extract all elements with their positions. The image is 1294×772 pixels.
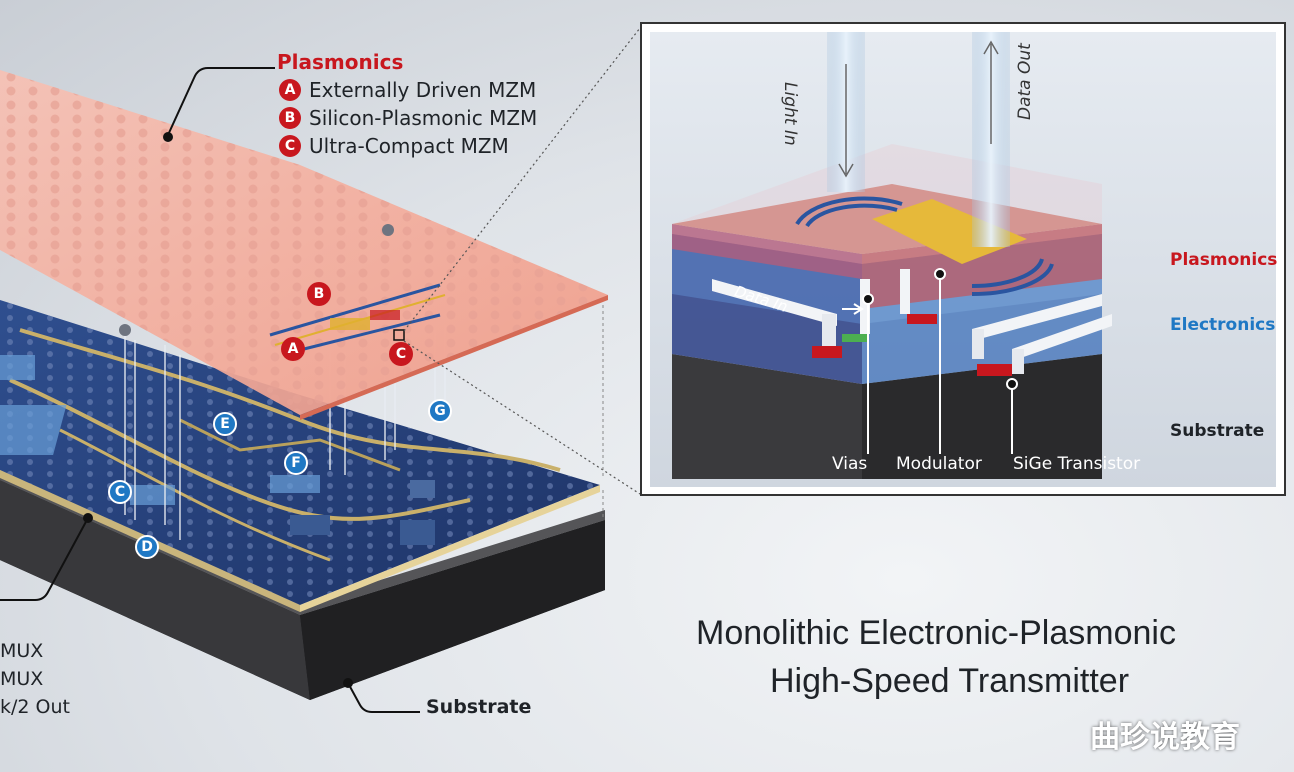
chip-badge-f: F: [284, 451, 308, 475]
mzm-item: C Ultra-Compact MZM: [279, 134, 509, 158]
left-label-clk-out: k/2 Out: [0, 696, 70, 718]
mzm-label: Silicon-Plasmonic MZM: [309, 106, 538, 130]
mzm-label: Externally Driven MZM: [309, 78, 537, 102]
light-in-label: Light In: [780, 82, 800, 146]
watermark: 曲珍说教育: [1090, 720, 1240, 755]
leader-lines: [0, 67, 420, 713]
title-line-1: Monolithic Electronic-Plasmonic: [696, 614, 1176, 652]
left-label-mux-1: MUX: [0, 640, 44, 662]
layer-label-plasmonics: Plasmonics: [1170, 250, 1278, 270]
chip-badge-c: C: [389, 342, 413, 366]
data-out-label: Data Out: [1015, 43, 1035, 120]
leader-dot: [343, 678, 353, 688]
chip-badge-b: B: [307, 282, 331, 306]
layer-label-electronics: Electronics: [1170, 315, 1276, 335]
chip-badge-e: E: [213, 412, 237, 436]
mzm-label: Ultra-Compact MZM: [309, 134, 509, 158]
substrate-block: [0, 470, 605, 700]
plasmonic-layer: [0, 70, 608, 420]
inset-label-vias: Vias: [832, 454, 868, 474]
mzm-item: A Externally Driven MZM: [279, 78, 536, 102]
inset-label-modulator: Modulator: [896, 454, 982, 474]
leader-dot: [163, 132, 173, 142]
cross-section-inset: Light In Data Out Data In Plasmonics Ele…: [640, 22, 1286, 496]
chip-badge-c2: C: [108, 480, 132, 504]
mzm-badge: A: [279, 79, 301, 101]
substrate-label: Substrate: [426, 696, 532, 718]
cross-section-illustration: [650, 32, 1276, 487]
chip-badge-g: G: [428, 399, 452, 423]
mzm-badge: C: [279, 135, 301, 157]
zoom-lines: [403, 27, 641, 495]
mzm-item: B Silicon-Plasmonic MZM: [279, 106, 537, 130]
layer-label-substrate: Substrate: [1170, 421, 1265, 441]
inset-label-sige-transistor: SiGe Transistor: [1013, 454, 1141, 474]
title-line-2: High-Speed Transmitter: [770, 662, 1130, 700]
mzm-badge: B: [279, 107, 301, 129]
left-label-mux-2: MUX: [0, 668, 44, 690]
plasmonics-header: Plasmonics: [277, 50, 404, 74]
chip-badge-d: D: [135, 535, 159, 559]
chip-badge-a: A: [281, 337, 305, 361]
leader-dot: [83, 513, 93, 523]
